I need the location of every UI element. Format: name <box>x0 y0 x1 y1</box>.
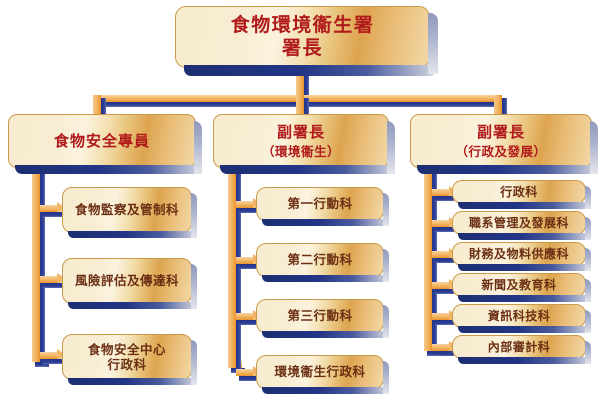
connector-arrow-operations-3 <box>236 310 262 325</box>
connector-drop-environmental-hygiene <box>296 95 309 120</box>
connector-arrow-internal-audit <box>432 341 458 356</box>
box-shadow-right <box>383 305 389 338</box>
connector-arrow-finance-supplies <box>432 248 458 263</box>
connector-drop-administration-development <box>494 95 507 120</box>
connector-arrow-food-surveillance <box>40 202 66 217</box>
box-shadow-bottom <box>220 165 395 174</box>
food-safety-head-title: 食物安全專員 <box>53 131 150 150</box>
connector-arrow-administration <box>432 186 458 201</box>
node-environmental-hygiene-administration[interactable]: 環境衞生行政科 <box>256 355 389 394</box>
box-shadow-right <box>585 186 591 209</box>
box-shadow-bottom <box>68 302 197 309</box>
node-operations-division-1[interactable]: 第一行動科 <box>256 187 389 226</box>
environmental-hygiene-administration-label: 環境衞生行政科 <box>274 364 366 380</box>
connector-vertical-trunk <box>296 68 309 101</box>
director-label: 食物環境衞生署 署長 <box>231 14 375 60</box>
node-food-safety-head[interactable]: 食物安全專員 <box>8 114 202 174</box>
connector-spine-food-safety <box>32 168 45 365</box>
box-shadow-bottom <box>458 326 591 333</box>
node-grade-management-development[interactable]: 職系管理及發展科 <box>452 211 591 240</box>
administration-development-head-title: 副署長 <box>476 123 525 142</box>
connector-arrow-operations-2 <box>236 254 262 269</box>
connector-arrow-eh-administration <box>236 366 262 381</box>
food-safety-head-label: 食物安全專員 <box>54 132 150 150</box>
connector-arrow-press-education <box>432 279 458 294</box>
box-shadow-bottom <box>262 275 389 282</box>
node-operations-division-3[interactable]: 第三行動科 <box>256 299 389 338</box>
node-finance-supplies[interactable]: 財務及物料供應科 <box>452 242 591 271</box>
box-shadow-right <box>194 121 202 174</box>
node-environmental-hygiene-head[interactable]: 副署長 （環境衞生） <box>213 114 395 174</box>
box-shadow-bottom <box>417 165 598 174</box>
node-information-technology[interactable]: 資訊科技科 <box>452 304 591 333</box>
box-shadow-bottom <box>262 219 389 226</box>
box-shadow-bottom <box>15 165 202 174</box>
box-shadow-right <box>585 341 591 364</box>
box-shadow-bottom <box>262 331 389 338</box>
box-shadow-right <box>383 361 389 394</box>
environmental-hygiene-head-label: 副署長 （環境衞生） <box>262 123 340 159</box>
connector-drop-food-safety <box>93 95 106 120</box>
box-shadow-right <box>387 121 395 174</box>
environmental-hygiene-head-title: 副署長 <box>276 123 325 142</box>
box-shadow-bottom <box>184 65 438 76</box>
internal-audit-label: 內部審計科 <box>487 339 551 354</box>
grade-management-development-label: 職系管理及發展科 <box>468 215 569 230</box>
connector-arrow-operations-1 <box>236 198 262 213</box>
connector-spine-environmental-hygiene <box>228 168 241 371</box>
administration-division-label: 行政科 <box>500 184 538 199</box>
box-shadow-bottom <box>458 264 591 271</box>
box-shadow-right <box>428 13 438 74</box>
box-shadow-right <box>585 217 591 240</box>
box-shadow-right <box>383 193 389 226</box>
risk-assessment-communication-label: 風險評估及傳達科 <box>74 273 179 289</box>
connector-arrow-information-technology <box>432 310 458 325</box>
box-shadow-bottom <box>458 295 591 302</box>
cfs-administration-label: 食物安全中心 行政科 <box>88 342 166 373</box>
operations-division-3-label: 第三行動科 <box>287 308 353 324</box>
box-shadow-right <box>191 340 197 385</box>
node-press-education[interactable]: 新聞及教育科 <box>452 273 591 302</box>
node-administration-division[interactable]: 行政科 <box>452 180 591 209</box>
press-education-label: 新聞及教育科 <box>481 277 557 292</box>
food-surveillance-control-label: 食物監察及管制科 <box>74 202 179 218</box>
box-shadow-right <box>383 249 389 282</box>
node-food-surveillance-control[interactable]: 食物監察及管制科 <box>62 187 197 238</box>
administration-development-head-subtitle: （行政及發展） <box>455 143 547 159</box>
director-title-line2: 署長 <box>281 37 323 59</box>
connector-arrow-cfs-administration <box>40 349 66 364</box>
finance-supplies-label: 財務及物料供應科 <box>468 246 569 261</box>
connector-spine-administration-development <box>424 168 437 354</box>
box-shadow-bottom <box>262 387 389 394</box>
box-shadow-right <box>191 264 197 309</box>
node-operations-division-2[interactable]: 第二行動科 <box>256 243 389 282</box>
operations-division-2-label: 第二行動科 <box>287 252 353 268</box>
information-technology-label: 資訊科技科 <box>487 308 551 323</box>
node-director[interactable]: 食物環境衞生署 署長 <box>175 6 438 76</box>
operations-division-1-label: 第一行動科 <box>287 196 353 212</box>
node-internal-audit[interactable]: 內部審計科 <box>452 335 591 364</box>
connector-arrow-grade-management <box>432 217 458 232</box>
node-cfs-administration[interactable]: 食物安全中心 行政科 <box>62 334 197 385</box>
box-shadow-bottom <box>458 233 591 240</box>
box-shadow-right <box>590 121 598 174</box>
box-shadow-right <box>191 193 197 238</box>
cfs-administration-label-line1: 食物安全中心 <box>87 341 166 357</box>
cfs-administration-label-line2: 行政科 <box>107 357 147 372</box>
connector-arrow-risk-assessment <box>40 273 66 288</box>
box-shadow-right <box>585 310 591 333</box>
node-risk-assessment-communication[interactable]: 風險評估及傳達科 <box>62 258 197 309</box>
environmental-hygiene-head-subtitle: （環境衞生） <box>261 143 340 159</box>
box-shadow-bottom <box>458 202 591 209</box>
box-shadow-right <box>585 279 591 302</box>
node-administration-development-head[interactable]: 副署長 （行政及發展） <box>410 114 598 174</box>
box-shadow-right <box>585 248 591 271</box>
administration-development-head-label: 副署長 （行政及發展） <box>455 123 546 159</box>
box-shadow-bottom <box>68 231 197 238</box>
director-title-line1: 食物環境衞生署 <box>230 13 375 36</box>
box-shadow-bottom <box>68 378 197 385</box>
box-shadow-bottom <box>458 357 591 364</box>
